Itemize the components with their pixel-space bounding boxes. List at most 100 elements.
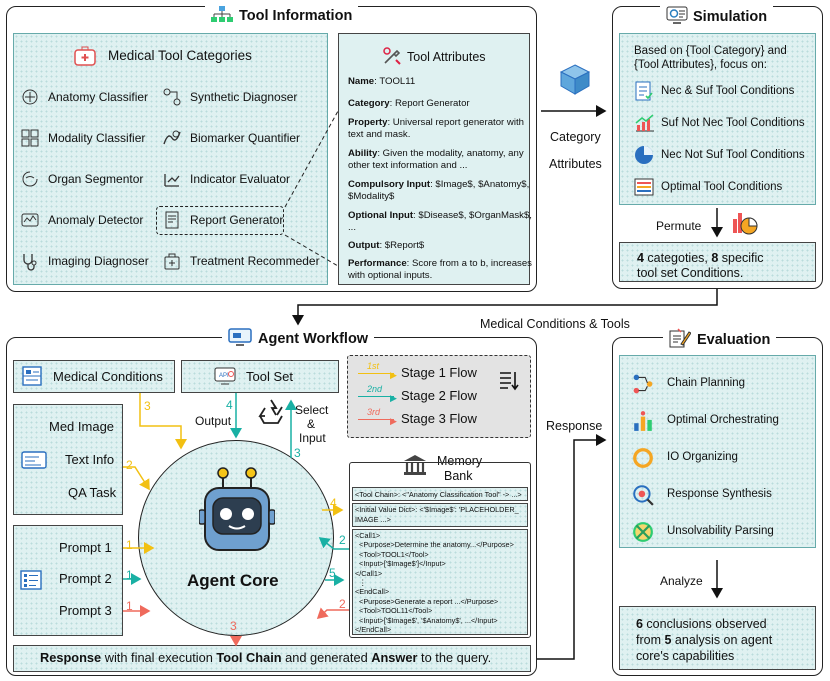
attributes-label: Attributes [549,157,602,171]
flow-number: 5 [329,566,336,580]
category-icon [20,251,40,271]
prompt-list-icon [20,570,42,593]
memory-line: <Purpose>Generate a report ...</Purpose> [355,596,499,606]
memory-initial-value [352,503,528,527]
stage-arrow-head: ▶ [390,370,397,380]
prompt-box [13,525,123,636]
category-icon [20,169,40,189]
category-item: Report Generator [190,213,284,227]
evaluation-result-box [619,606,816,670]
analyze-label: Analyze [660,574,703,588]
category-icon [162,169,182,189]
flow-memory-2 [318,537,349,550]
flow-number: 2 [339,597,346,611]
permute-label: Permute [656,219,702,233]
category-item: Biomarker Quantifier [190,131,301,145]
flow-number: 4 [330,496,337,510]
evaluation-items-box [619,355,816,548]
evaluation-item-icon [632,521,654,543]
tool-set-label: Tool Set [246,369,293,384]
select-label: Select [295,403,329,417]
tool-set-box [181,360,339,393]
stage-arrow-line [358,396,394,397]
condition-item: Suf Not Nec Tool Conditions [661,117,805,129]
flow-number: 2 [339,533,346,547]
simulation-result-box [619,242,816,282]
med-image-label: Med Image [49,419,115,434]
svg-text:API: API [219,373,229,379]
category-icon [162,251,182,271]
tool-attribute: Compulsory Input: $Image$, $Anatomy$, $M… [348,179,533,203]
flow-number: 2 [126,458,133,472]
agent-workflow-title-wrap: Agent Workflow [222,328,375,348]
projection-line-bottom [284,234,339,267]
condition-icon [634,145,654,165]
stage-arrow-line [358,373,394,374]
tool-information-title: Tool Information [239,8,353,24]
category-item: Treatment Recommeder [190,254,320,268]
categories-title: Medical Tool Categories [108,48,252,63]
attribute-separator: : [387,117,393,128]
evaluation-icon [669,328,692,348]
attribute-key: Ability [348,148,378,159]
stage-arrow-head: ▶ [390,393,397,403]
simulation-result-line2: tool set Conditions. [637,266,744,280]
recycle-icon [256,398,286,429]
attribute-value: Report Generator [394,98,470,109]
flow-number: 3 [144,399,151,413]
evaluation-item: Chain Planning [667,377,746,389]
prompt-2-label: Prompt 2 [59,571,112,586]
agent-core-circle [138,440,334,636]
memory-line: <Input>['$Image$', '$Anatomy$', ...</Inp… [355,615,498,625]
memory-line: <Input>['$Image$']</Input> [355,559,446,569]
category-icon [162,87,182,107]
memory-line: <EndCall> [355,587,390,597]
memory-line: <Tool Chain>: <"Anatomy Classification T… [355,490,522,499]
category-item: Anatomy Classifier [48,90,149,104]
evaluation-item-icon [632,373,654,395]
report-generator-highlight [156,206,284,235]
attribute-value: Universal report generator with text and… [348,117,524,140]
flow-number: 1 [126,599,133,613]
category-item: Modality Classifier [48,131,146,145]
category-item: Imaging Diagnoser [48,254,149,268]
memory-line: <Purpose>Determine the anatomy...</Purpo… [355,540,514,550]
flow-memory-3 [316,607,349,619]
tools-icon [382,46,402,69]
simulation-screen-icon [666,6,688,24]
tool-attribute: Name: TOOL11 [348,76,533,88]
category-label: Category [550,130,601,144]
evaluation-item-icon [632,484,654,506]
stage-arrow-line [358,419,394,420]
chart-pie-icon [732,209,758,238]
memory-bank-label-2: Bank [444,469,473,483]
condition-item: Nec Not Suf Tool Conditions [661,149,805,161]
sort-icon [499,370,519,395]
memory-line: <Call1> [355,531,381,540]
category-icon [162,128,182,148]
memory-line: </EndCall> [355,625,392,634]
memory-line: ⋮ [355,578,367,587]
simulation-intro-1: Based on {Tool Category} and [634,45,787,57]
evaluation-item: Optimal Orchestrating [667,414,779,426]
tool-information-title-wrap: Tool Information [205,6,359,25]
attribute-key: Category [348,98,390,109]
evaluation-title: Evaluation [697,332,771,348]
projection-line-top [284,110,339,208]
agent-core-label: Agent Core [187,571,279,590]
tool-attribute: Property: Universal report generator wit… [348,117,533,141]
category-item: Anomaly Detector [48,213,144,227]
stage-label: Stage 3 Flow [401,411,477,426]
attribute-key: Property [348,117,388,128]
attribute-separator: : [406,258,412,269]
tool-attribute: Ability: Given the modality, anatomy, an… [348,148,533,172]
attribute-value: $Image$, $Anatomy$, $Modality$ [348,179,530,202]
simulation-result-line1: 4 categoties, 8 specific [637,251,764,265]
evaluation-item: IO Organizing [667,451,738,463]
attribute-value: Score from a to b, increases with option… [348,258,532,281]
stage-label: Stage 1 Flow [401,365,477,380]
agent-workflow-title: Agent Workflow [258,331,369,347]
category-item: Organ Segmentor [48,172,144,186]
memory-bank-frame [349,462,531,638]
condition-item: Nec & Suf Tool Conditions [661,85,795,97]
